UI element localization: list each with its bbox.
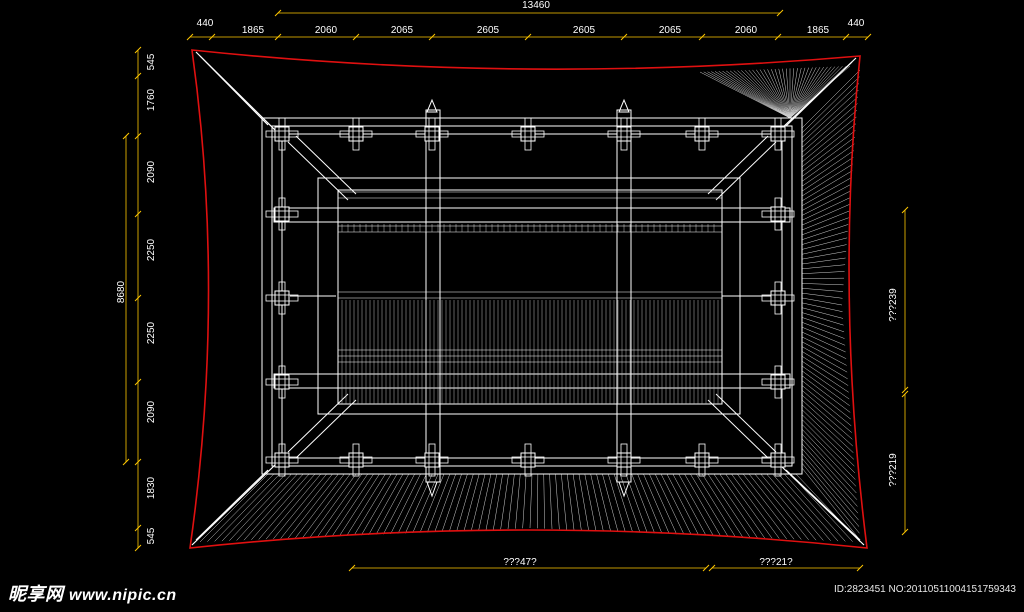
- dim-top-8: 1865: [807, 25, 830, 36]
- hip-ridges: [191, 51, 865, 546]
- dim-top-1: 1865: [242, 25, 265, 36]
- dimension-texts: 13460 440 1865 2060 2065 2605 2605 2065 …: [116, 0, 899, 568]
- dim-top-7: 2060: [735, 25, 758, 36]
- dimension-ticks: [122, 9, 909, 572]
- dim-overall-depth: 8680: [116, 280, 127, 303]
- dim-left-7: 545: [146, 527, 157, 544]
- dim-right-upper: ???239: [888, 288, 899, 322]
- roof-tile-hatch: [199, 65, 861, 543]
- dim-left-3: 2250: [146, 238, 157, 261]
- dim-left-5: 2090: [146, 400, 157, 423]
- dim-left-4: 2250: [146, 321, 157, 344]
- dim-top-6: 2065: [659, 25, 682, 36]
- dim-top-2: 2060: [315, 25, 338, 36]
- dim-left-0: 545: [146, 53, 157, 70]
- dim-left-1: 1760: [146, 88, 157, 111]
- dim-left-2: 2090: [146, 160, 157, 183]
- eave-outline: [189, 49, 868, 549]
- watermark-logo-text: 昵享网: [8, 584, 64, 604]
- watermark-logo: 昵享网 www.nipic.cn: [8, 580, 177, 606]
- dim-overall-width: 13460: [522, 0, 550, 11]
- dim-top-5: 2605: [573, 25, 596, 36]
- dim-top-0: 440: [197, 18, 214, 29]
- dim-top-9: 440: [848, 18, 865, 29]
- dim-top-4: 2605: [477, 25, 500, 36]
- dim-top-3: 2065: [391, 25, 414, 36]
- watermark-site: www.nipic.cn: [69, 587, 177, 604]
- dim-right-lower: ???219: [888, 453, 899, 487]
- dimension-lines: [125, 12, 906, 569]
- dim-bottom-right: ???21?: [759, 557, 793, 568]
- watermark-id: ID:2823451 NO:20110511004151759343: [833, 584, 1016, 595]
- dim-bottom-left: ???47?: [503, 557, 537, 568]
- dim-left-6: 1830: [146, 476, 157, 499]
- purlin-lines: [338, 191, 722, 404]
- column-grid: [265, 98, 795, 498]
